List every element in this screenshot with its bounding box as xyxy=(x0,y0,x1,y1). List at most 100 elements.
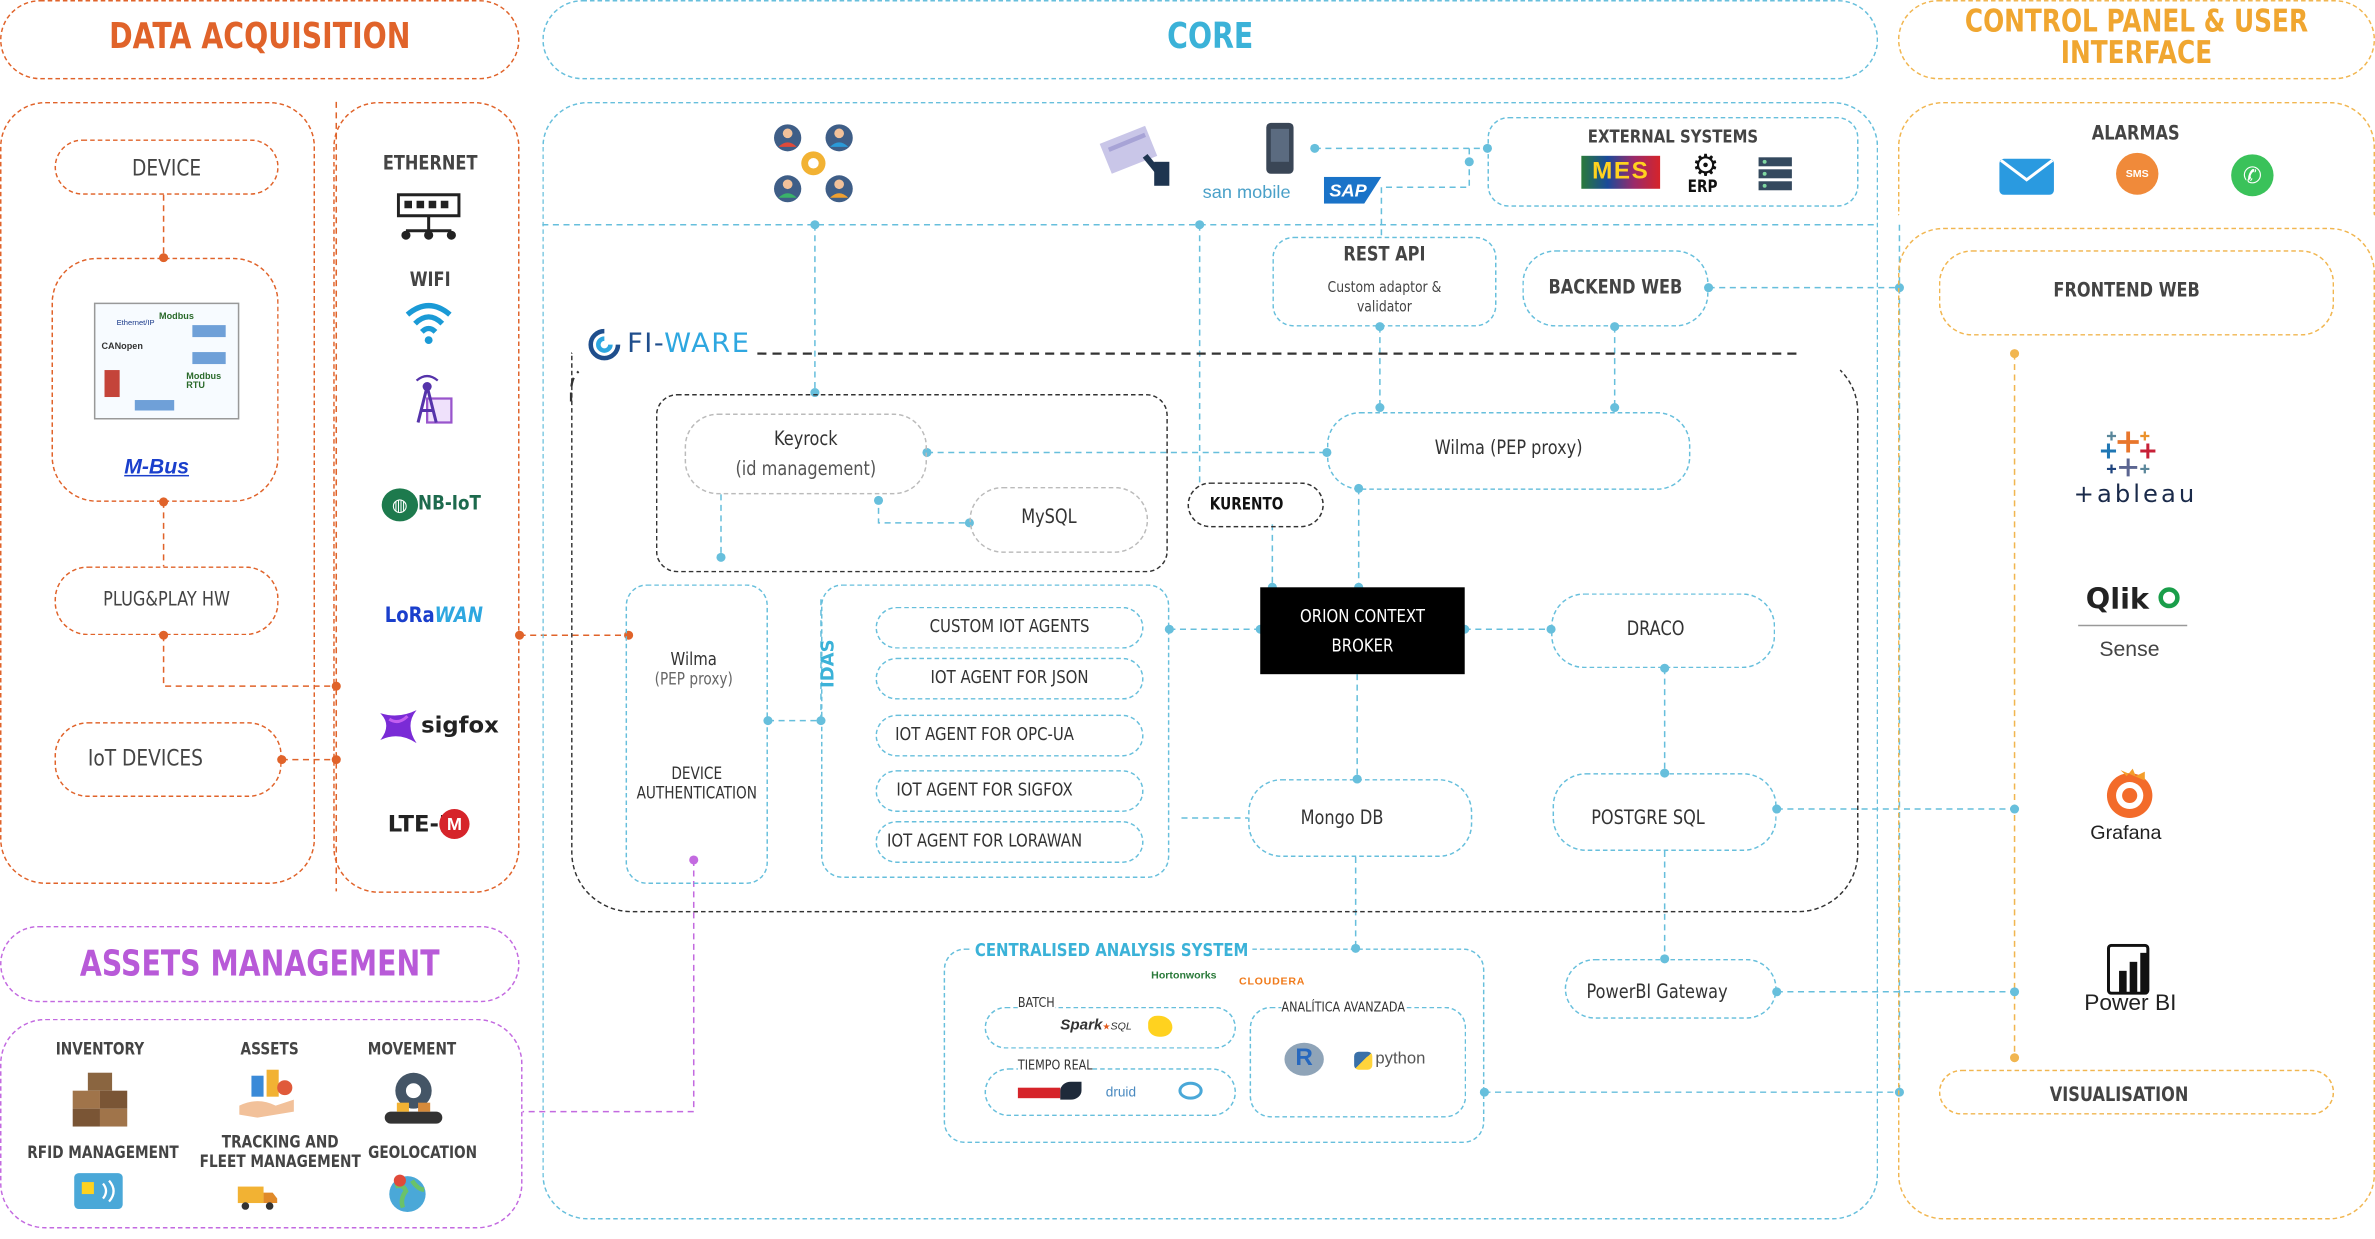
qlik-q-icon xyxy=(2158,587,2180,609)
ethernet-switch-icon xyxy=(396,193,461,240)
ethernetip-label: Ethernet/IP xyxy=(116,319,155,329)
erp-gear-icon: ⚙ xyxy=(1691,149,1720,183)
sanmobile-text: san mobile xyxy=(1202,181,1291,203)
erp-label: ERP xyxy=(1687,176,1718,197)
agent-label-1: IOT AGENT FOR JSON xyxy=(930,666,1089,688)
idas-label: IDAS xyxy=(816,639,838,688)
druid-logo: druid xyxy=(1105,1084,1137,1100)
agent-label-4: IOT AGENT FOR LORAWAN xyxy=(886,830,1083,851)
device-module xyxy=(104,370,120,398)
plc-module-2 xyxy=(192,352,226,365)
camera-icon xyxy=(1099,125,1170,186)
mes-logo: MES xyxy=(1581,155,1661,189)
qlik-divider xyxy=(2078,624,2188,627)
visualisation-node xyxy=(1938,1069,2335,1115)
sms-text: SMS xyxy=(2125,168,2149,180)
device-label: DEVICE xyxy=(132,154,202,182)
external-systems-label: EXTERNAL SYSTEMS xyxy=(1587,125,1759,147)
draco-label: DRACO xyxy=(1626,618,1685,642)
idas-box xyxy=(820,584,1170,878)
kurento-node xyxy=(1187,482,1324,528)
qlik-logo: Qlik xyxy=(2085,582,2150,616)
plc-module-1 xyxy=(192,325,226,338)
assets-hand-icon xyxy=(239,1069,294,1118)
whatsapp-icon: ✆ xyxy=(2231,154,2274,197)
nbiot-globe-icon: ◍ xyxy=(381,488,419,522)
keyrock-label: Keyrock xyxy=(773,428,838,451)
ui-panel xyxy=(1897,227,2375,1220)
geolocation-label: GEOLOCATION xyxy=(368,1143,478,1163)
frontend-web-label: FRONTEND WEB xyxy=(2053,280,2200,303)
device-auth-label-1: DEVICE xyxy=(671,764,723,784)
mobile-phone-icon xyxy=(1266,122,1294,174)
mbus-logo: M-Bus xyxy=(124,453,190,478)
device-auth-label-2: AUTHENTICATION xyxy=(636,783,757,804)
custom-adaptor-label: Custom adaptor & xyxy=(1327,280,1442,297)
flink-icon xyxy=(1178,1081,1203,1100)
alarms-panel xyxy=(1897,101,2375,216)
plc-module-3 xyxy=(134,400,175,411)
wilma-device-auth-box xyxy=(625,584,768,884)
qlik-sense-label: Sense xyxy=(2099,636,2160,661)
validator-label: validator xyxy=(1356,299,1412,317)
spark-text: Spark xyxy=(1060,1017,1103,1034)
r-text: R xyxy=(1295,1045,1313,1072)
fiware-part-b: WARE xyxy=(664,328,751,360)
users-settings-icon xyxy=(774,124,853,203)
external-systems-box xyxy=(1487,116,1859,207)
protocols-box xyxy=(51,257,279,502)
orion-context-broker-node xyxy=(1260,587,1465,675)
batch-label: BATCH xyxy=(1017,996,1055,1012)
wifi-label: WIFI xyxy=(409,269,451,293)
alarms-label: ALARMAS xyxy=(2091,122,2180,146)
postgresql-label: POSTGRE SQL xyxy=(1591,807,1705,831)
control-panel-title: CONTROL PANEL & USER INTERFACE xyxy=(1964,2,2309,71)
spark-sql-text: SQL xyxy=(1110,1021,1132,1033)
grafana-label: Grafana xyxy=(2090,821,2162,844)
identity-group-box xyxy=(655,394,1168,573)
mysql-node xyxy=(969,486,1149,553)
tableau-icon xyxy=(2100,431,2156,477)
keyrock-node xyxy=(684,413,927,495)
lorawan-part-b: WAN xyxy=(434,603,483,628)
kafka-logo-icon xyxy=(1017,1087,1061,1099)
powerbi-icon xyxy=(2106,943,2150,995)
draco-node xyxy=(1551,593,1776,669)
movement-label: MOVEMENT xyxy=(367,1039,457,1060)
agent-label-3: IOT AGENT FOR SIGFOX xyxy=(896,779,1073,801)
data-acquisition-title: DATA ACQUISITION xyxy=(109,14,411,57)
orion-label-1: ORION CONTEXT xyxy=(1299,605,1425,627)
backend-web-label: BACKEND WEB xyxy=(1548,277,1683,300)
mongodb-node xyxy=(1248,779,1473,857)
ltem-badge-icon: M xyxy=(439,809,470,839)
iot-devices-label: IoT DEVICES xyxy=(87,744,203,772)
iot-devices-node xyxy=(54,722,282,798)
core-title: CORE xyxy=(1167,14,1254,57)
core-header xyxy=(542,0,1879,80)
kurento-label: KURENTO xyxy=(1209,494,1284,514)
analysis-system-label: CENTRALISED ANALYSIS SYSTEM xyxy=(972,939,1251,961)
movement-gear-icon xyxy=(384,1072,443,1124)
wilma-pep-proxy-node xyxy=(1326,412,1691,490)
visualisation-label: VISUALISATION xyxy=(2049,1084,2189,1108)
lorawan-logo: LoRaWAN xyxy=(385,604,483,628)
postgresql-node xyxy=(1552,773,1777,851)
agent-label-2: IOT AGENT FOR OPC-UA xyxy=(895,723,1074,745)
sanmobile-logo: san mobile xyxy=(1203,181,1291,202)
agent-label-0: CUSTOM IOT AGENTS xyxy=(929,615,1090,637)
fiware-part-a: FI- xyxy=(627,328,665,360)
grafana-icon xyxy=(2106,768,2153,819)
device-node xyxy=(54,139,279,195)
powerbi-gateway-node xyxy=(1564,958,1777,1019)
sigfox-icon xyxy=(380,710,417,744)
frontend-web-node xyxy=(1938,250,2335,336)
inventory-label: INVENTORY xyxy=(55,1039,145,1060)
delivery-truck-icon xyxy=(237,1186,278,1210)
inventory-boxes-icon xyxy=(72,1072,128,1127)
wifi-icon xyxy=(405,303,452,344)
agent-node-2 xyxy=(875,714,1144,757)
rest-api-label: REST API xyxy=(1343,244,1426,267)
id-management-label: (id management) xyxy=(735,458,877,481)
